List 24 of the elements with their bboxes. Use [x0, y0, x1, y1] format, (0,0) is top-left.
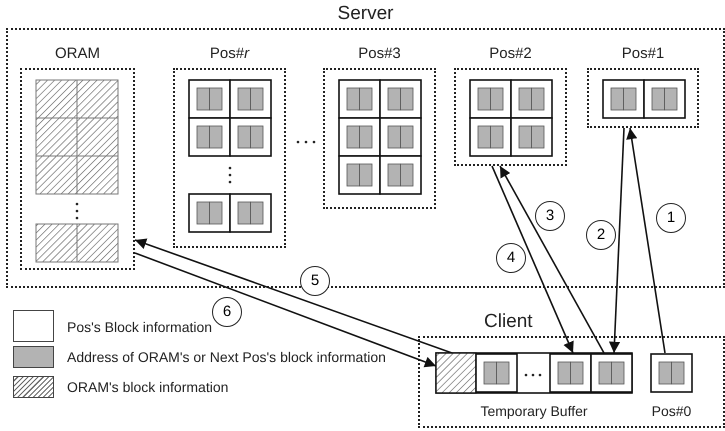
arrow — [491, 166, 574, 354]
region-title: Pos#2 — [488, 44, 533, 64]
arrow — [134, 252, 436, 368]
region-title: ORAM — [54, 44, 101, 64]
legend-label: Pos's Block information — [67, 319, 212, 335]
block-caption: Temporary Buffer — [479, 403, 589, 419]
block-caption: Pos#0 — [650, 403, 692, 419]
step-number: 5 — [300, 266, 330, 296]
arrow — [134, 238, 452, 354]
legend-label: Address of ORAM's or Next Pos's block information — [67, 349, 386, 365]
step-number: 6 — [212, 297, 242, 327]
step-number: 4 — [496, 243, 526, 273]
region-title: Client — [484, 310, 533, 334]
legend-label: ORAM's block information — [67, 379, 228, 395]
region-title: Server — [336, 2, 394, 26]
arrow — [499, 166, 605, 354]
region-title: Pos#r — [208, 44, 250, 64]
arrow — [626, 128, 666, 354]
step-number: 1 — [656, 203, 686, 233]
region-title: Pos#1 — [620, 44, 666, 64]
arrow — [608, 128, 625, 354]
region-title: Pos#3 — [357, 44, 402, 64]
step-number: 2 — [586, 220, 616, 250]
step-number: 3 — [535, 201, 565, 231]
